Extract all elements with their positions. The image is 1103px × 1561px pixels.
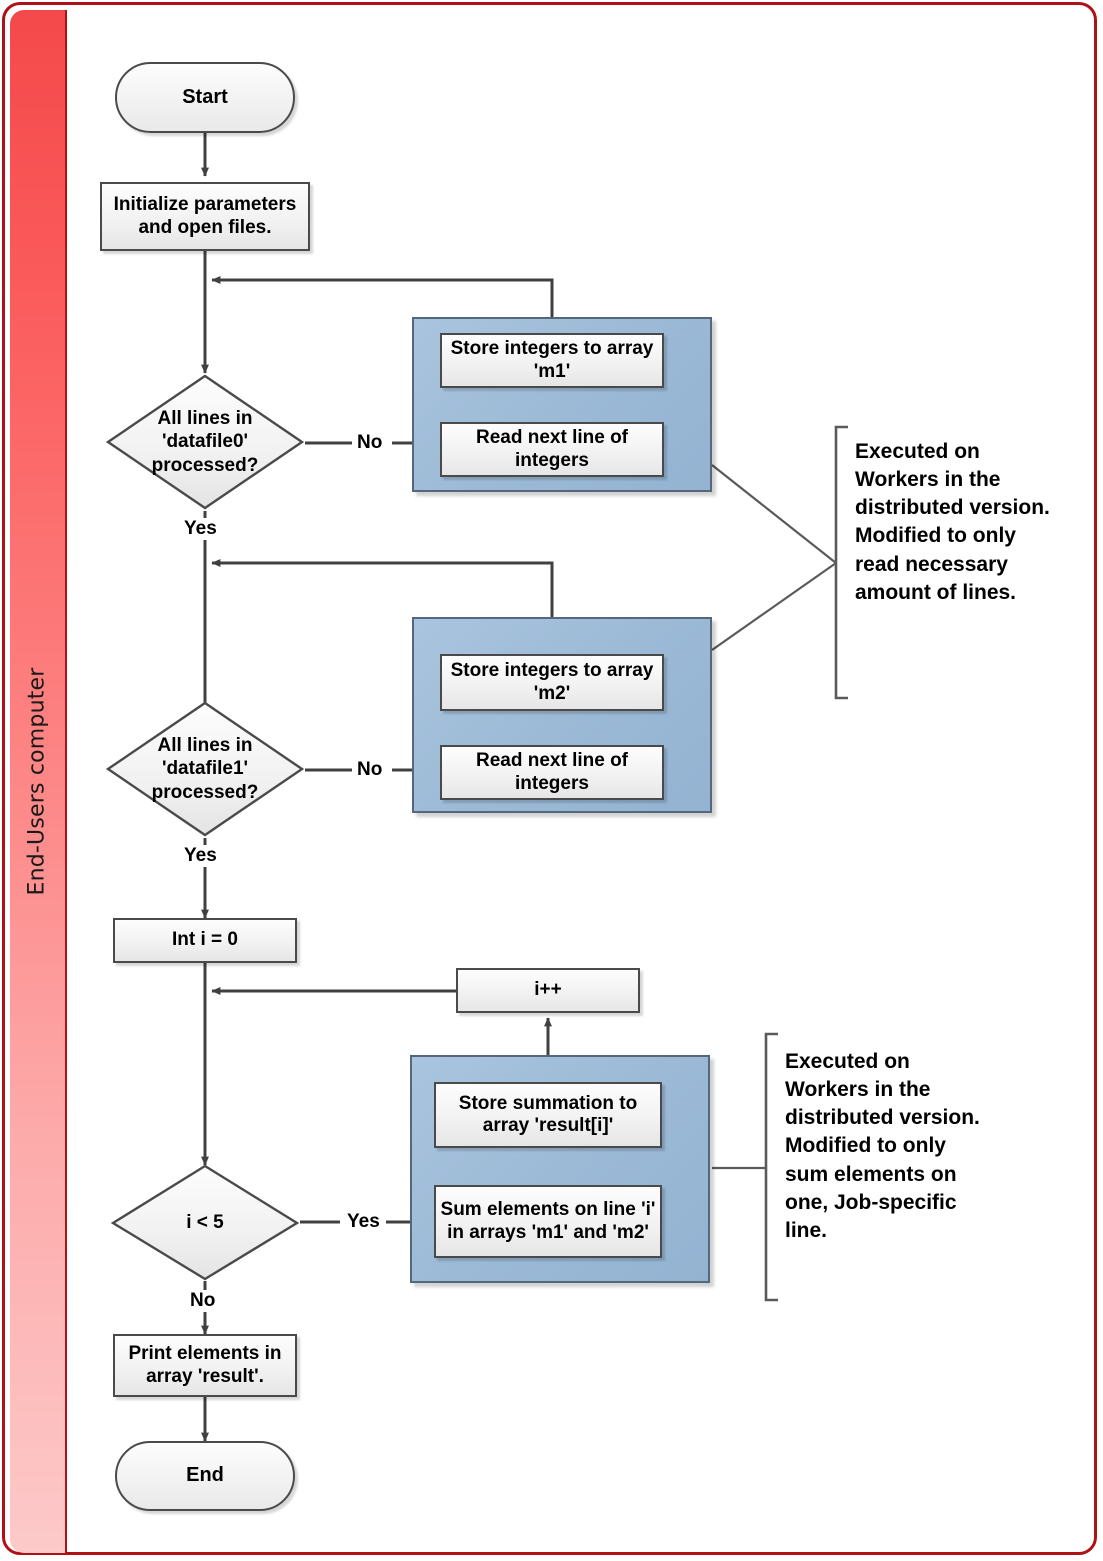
node-i-increment-label: i++ <box>534 979 562 1001</box>
node-decision-datafile0[interactable]: All lines in 'datafile0' processed? <box>105 373 305 511</box>
edge-label-no-3: No <box>188 1290 218 1312</box>
node-read-line-2-label: Read next line of integers <box>475 750 629 794</box>
node-end[interactable]: End <box>115 1441 295 1511</box>
decision1-shape <box>105 374 305 510</box>
node-start[interactable]: Start <box>115 62 295 133</box>
swimlane-header: End-Users computer <box>10 10 67 1553</box>
node-store-summation[interactable]: Store summation to array 'result[i]' <box>434 1082 662 1148</box>
node-initialize[interactable]: Initialize parameters and open files. <box>100 182 310 251</box>
node-decision-datafile1[interactable]: All lines in 'datafile1' processed? <box>105 700 305 838</box>
node-end-label: End <box>186 1464 224 1487</box>
node-store-summation-label: Store summation to array 'result[i]' <box>458 1092 638 1136</box>
decision2-shape <box>105 701 305 837</box>
node-read-line-1[interactable]: Read next line of integers <box>440 422 664 477</box>
swimlane-label: End-Users computer <box>25 667 50 896</box>
decision3-shape <box>110 1164 300 1281</box>
node-read-line-2[interactable]: Read next line of integers <box>440 745 664 800</box>
node-store-m2[interactable]: Store integers to array 'm2' <box>440 654 664 711</box>
node-store-m1[interactable]: Store integers to array 'm1' <box>440 333 664 388</box>
node-read-line-1-label: Read next line of integers <box>475 427 629 471</box>
callout-workers-read: Executed on Workers in the distributed v… <box>855 440 1050 604</box>
decision1-line1: All lines in <box>157 408 253 430</box>
edge-label-no-1: No <box>355 432 385 454</box>
edge-label-yes-3: Yes <box>345 1211 382 1233</box>
decision2-line1: All lines in <box>157 735 253 757</box>
node-store-m2-label: Store integers to array 'm2' <box>450 660 654 704</box>
node-initialize-label: Initialize parameters and open files. <box>113 194 297 238</box>
node-store-m1-label: Store integers to array 'm1' <box>450 338 654 382</box>
decision1-line2: 'datafile0' <box>161 431 249 453</box>
edge-label-yes-2: Yes <box>182 845 219 867</box>
node-print-result-label: Print elements in array 'result'. <box>128 1343 282 1387</box>
node-int-i-zero[interactable]: Int i = 0 <box>113 918 297 963</box>
callout-workers-sum: Executed on Workers in the distributed v… <box>785 1050 980 1242</box>
decision2-line3: processed? <box>151 781 259 803</box>
node-sum-elements[interactable]: Sum elements on line 'i' in arrays 'm1' … <box>434 1185 662 1258</box>
edge-label-yes-1: Yes <box>182 518 219 540</box>
node-decision-i-lt-5[interactable]: i < 5 <box>110 1163 300 1282</box>
node-start-label: Start <box>182 85 228 108</box>
node-int-i-zero-label: Int i = 0 <box>172 929 238 951</box>
decision2-line2: 'datafile1' <box>161 758 249 780</box>
decision1-line3: processed? <box>151 454 259 476</box>
node-print-result[interactable]: Print elements in array 'result'. <box>113 1334 297 1397</box>
node-i-increment[interactable]: i++ <box>456 968 640 1013</box>
decision3-label: i < 5 <box>186 1211 224 1233</box>
node-sum-elements-label: Sum elements on line 'i' in arrays 'm1' … <box>440 1199 656 1243</box>
edge-label-no-2: No <box>355 759 385 781</box>
